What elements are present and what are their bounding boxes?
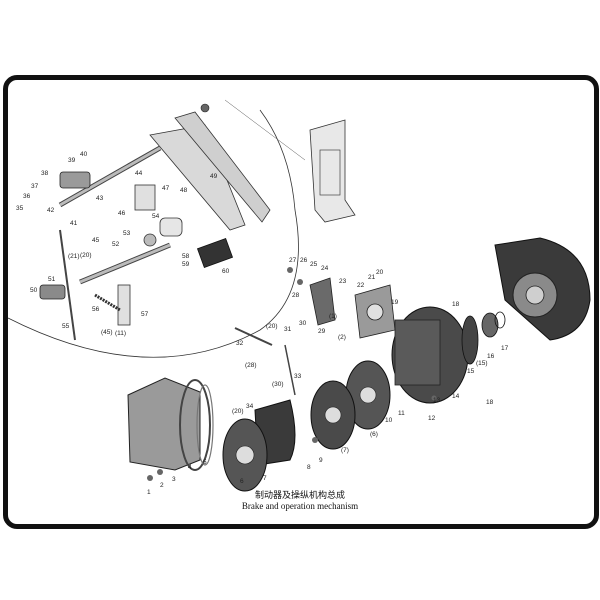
callout-16: 16 — [487, 353, 495, 360]
callout-20: 20 — [376, 269, 384, 276]
callout-p6: (6) — [370, 431, 378, 438]
callout-p20a: (20) — [266, 323, 278, 330]
callout-33: 33 — [294, 373, 302, 380]
callout-48: 48 — [180, 187, 188, 194]
callout-41: 41 — [70, 220, 78, 227]
callout-15: 15 — [467, 368, 475, 375]
callout-14: 14 — [452, 393, 460, 400]
callout-40: 40 — [80, 151, 88, 158]
callout-p11: (11) — [115, 330, 126, 337]
callout-21: 21 — [368, 274, 376, 281]
callout-39: 39 — [68, 157, 76, 164]
callout-labels: 1 2 3 4 5 6 7 8 9 10 11 12 13 14 15 16 1… — [16, 151, 509, 496]
callout-p45: (45) — [101, 329, 113, 336]
callout-6: 6 — [240, 478, 244, 485]
callout-55: 55 — [62, 323, 70, 330]
callout-p20b: (20) — [80, 252, 92, 259]
caption-english: Brake and operation mechanism — [241, 501, 359, 511]
callout-p30: (30) — [272, 381, 284, 388]
callout-43: 43 — [96, 195, 104, 202]
callout-4: 4 — [188, 464, 192, 471]
callout-45: 45 — [92, 237, 100, 244]
callout-50: 50 — [30, 287, 38, 294]
callout-18a: 18 — [452, 301, 460, 308]
callout-p2: (2) — [338, 334, 346, 341]
detail-arc — [7, 109, 299, 358]
callout-8: 8 — [307, 464, 311, 471]
callout-57: 57 — [141, 311, 149, 318]
callout-10: 10 — [385, 417, 393, 424]
callout-60: 60 — [222, 268, 230, 275]
callout-23: 23 — [339, 278, 347, 285]
callout-5: 5 — [203, 459, 207, 466]
callout-38: 38 — [41, 170, 49, 177]
callout-24: 24 — [321, 265, 329, 272]
callout-49: 49 — [210, 173, 218, 180]
actuator-block — [309, 277, 396, 339]
callout-p21: (21) — [68, 253, 80, 260]
callout-p1: (1) — [329, 313, 337, 320]
callout-52: 52 — [112, 241, 120, 248]
callout-9: 9 — [319, 457, 323, 464]
callout-36: 36 — [23, 193, 31, 200]
callout-59: 59 — [182, 261, 190, 268]
callout-12: 12 — [428, 415, 436, 422]
callout-32: 32 — [236, 340, 244, 347]
callout-28: 28 — [292, 292, 300, 299]
small-parts — [147, 267, 437, 481]
callout-54: 54 — [152, 213, 160, 220]
callout-34: 34 — [246, 403, 254, 410]
callout-27: 27 — [289, 257, 297, 264]
caption-chinese: 制动器及操纵机构总成 — [254, 491, 345, 501]
callout-p7: (7) — [341, 447, 349, 454]
leader-line — [224, 99, 306, 161]
callout-47: 47 — [162, 185, 170, 192]
callout-51: 51 — [48, 276, 56, 283]
callout-35: 35 — [16, 205, 24, 212]
callout-p28: (28) — [245, 362, 257, 369]
callout-42: 42 — [47, 207, 55, 214]
callout-29: 29 — [318, 328, 326, 335]
callout-26: 26 — [300, 257, 308, 264]
callout-30: 30 — [299, 320, 307, 327]
brake-drum-housing — [391, 306, 506, 404]
callout-13: 13 — [433, 397, 441, 404]
callout-11: 11 — [398, 410, 405, 417]
mount-bracket — [309, 119, 356, 223]
callout-2: 2 — [160, 482, 164, 489]
callout-18b: 18 — [486, 399, 494, 406]
callout-7: 7 — [263, 475, 267, 482]
brake-discs — [222, 360, 391, 492]
callout-25: 25 — [310, 261, 318, 268]
callout-56: 56 — [92, 306, 100, 313]
callout-p15: (15) — [476, 360, 488, 367]
callout-3: 3 — [172, 476, 176, 483]
callout-53: 53 — [123, 230, 131, 237]
callout-46: 46 — [118, 210, 126, 217]
callout-31: 31 — [284, 326, 292, 333]
backing-plate — [127, 377, 214, 471]
callout-22: 22 — [357, 282, 365, 289]
callout-44: 44 — [135, 170, 143, 177]
callout-17: 17 — [501, 345, 509, 352]
pedal-assembly — [39, 103, 271, 341]
callout-37: 37 — [31, 183, 39, 190]
callout-1: 1 — [147, 489, 151, 496]
callout-p20c: (20) — [232, 408, 244, 415]
callout-58: 58 — [182, 253, 190, 260]
diagram-frame — [3, 75, 599, 529]
brake-housing-right — [494, 237, 591, 341]
callout-19: 19 — [391, 299, 399, 306]
